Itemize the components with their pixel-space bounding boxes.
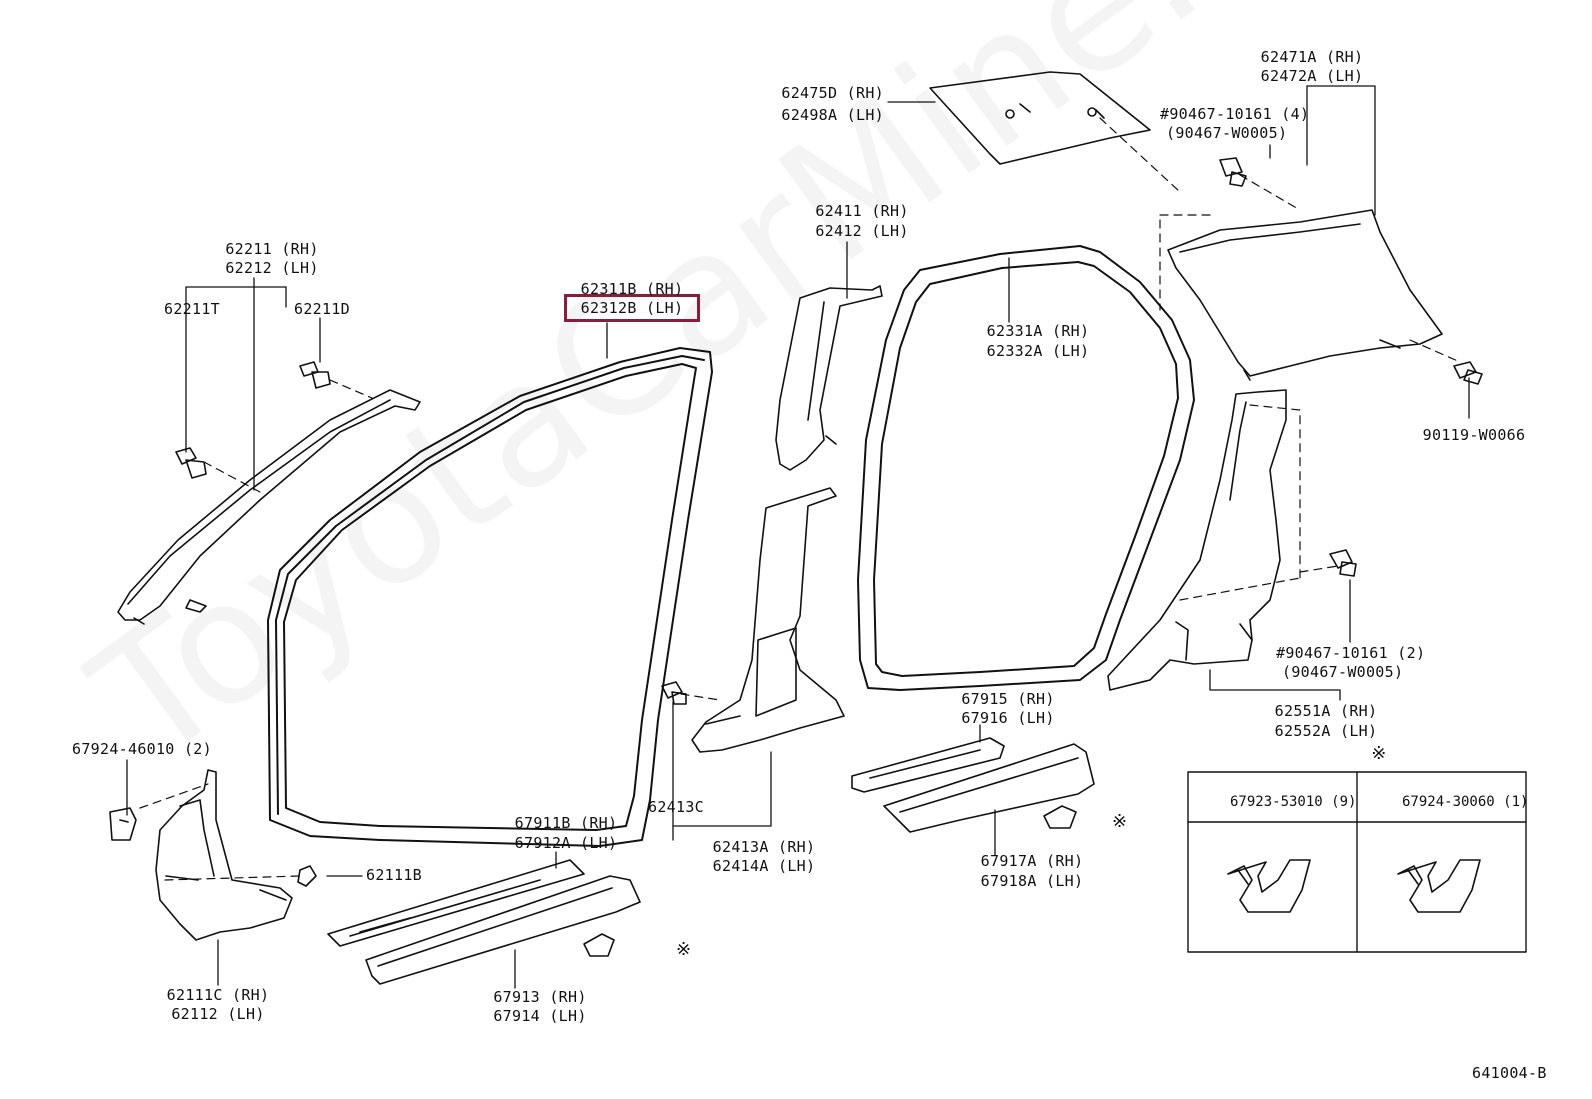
rear-scuff-plate — [851, 737, 1005, 793]
clip-67924-icon — [1397, 859, 1481, 913]
clip-62413c — [661, 681, 687, 705]
rear-quarter-trim — [1107, 389, 1287, 691]
label-62413a[interactable]: 62413A (RH) — [712, 838, 816, 856]
label-62552a[interactable]: 62552A (LH) — [1274, 722, 1378, 740]
clip-67924-46010 — [109, 807, 137, 841]
label-67918a[interactable]: 67918A (LH) — [980, 872, 1084, 890]
label-62111c[interactable]: 62111C (RH) — [166, 986, 270, 1004]
label-62312b[interactable]: 62312B (LH) — [580, 299, 684, 317]
label-67912a[interactable]: 67912A (LH) — [514, 834, 618, 852]
rear-door-weatherstrip — [857, 245, 1195, 691]
label-62111b[interactable]: 62111B — [366, 866, 422, 884]
clip-90467-upper — [1219, 157, 1247, 187]
a-pillar-garnish — [117, 389, 421, 625]
b-pillar-lower — [691, 487, 845, 753]
clip-62211t — [175, 447, 207, 479]
label-62472a[interactable]: 62472A (LH) — [1260, 67, 1364, 85]
clip-table — [1187, 771, 1527, 953]
front-door-weatherstrip — [267, 347, 713, 847]
front-scuff-plate — [327, 859, 585, 947]
highlight-box — [564, 294, 700, 322]
clip-rear-scuff — [1043, 805, 1077, 829]
label-62471a[interactable]: 62471A (RH) — [1260, 48, 1364, 66]
clip-67923-icon — [1227, 859, 1311, 913]
clip-front-scuff — [583, 933, 615, 957]
label-67915[interactable]: 67915 (RH) — [961, 690, 1055, 708]
label-67913[interactable]: 67913 (RH) — [493, 988, 587, 1006]
label-62498a[interactable]: 62498A (LH) — [781, 106, 884, 124]
diagram-code: 641004-B — [1472, 1064, 1547, 1082]
clip-62111b — [297, 865, 317, 887]
label-62112[interactable]: 62112 (LH) — [171, 1005, 265, 1023]
label-62211t[interactable]: 62211T — [164, 300, 220, 318]
note-mark-front: ※ — [676, 939, 692, 960]
label-62211[interactable]: 62211 (RH) — [225, 240, 319, 258]
label-90119[interactable]: 90119-W0066 — [1422, 426, 1526, 444]
roof-side-trim — [1167, 209, 1443, 381]
label-62331a[interactable]: 62331A (RH) — [986, 322, 1090, 340]
label-67924-46010[interactable]: 67924-46010 (2) — [72, 740, 212, 758]
front-door-scuff — [365, 875, 641, 985]
rear-door-scuff — [883, 743, 1095, 833]
label-90467-w0005-lower[interactable]: (90467-W0005) — [1282, 663, 1404, 681]
label-90467-w0005-upper[interactable]: (90467-W0005) — [1166, 124, 1288, 142]
label-67923-53010[interactable]: 67923-53010 (9) — [1230, 794, 1357, 810]
package-tray-trim — [929, 71, 1151, 165]
note-mark-table: ※ — [1371, 743, 1387, 764]
label-62332a[interactable]: 62332A (LH) — [986, 342, 1090, 360]
leader-lines — [126, 85, 1470, 989]
label-62413c[interactable]: 62413C — [648, 798, 704, 816]
label-62311b[interactable]: 62311B (RH) — [580, 280, 684, 298]
label-67914[interactable]: 67914 (LH) — [493, 1007, 587, 1025]
label-62475d[interactable]: 62475D (RH) — [781, 84, 884, 102]
b-pillar-upper — [775, 285, 883, 471]
label-62211d[interactable]: 62211D — [294, 300, 350, 318]
label-62411[interactable]: 62411 (RH) — [815, 202, 909, 220]
clip-62211d — [299, 361, 331, 389]
label-62414a[interactable]: 62414A (LH) — [712, 857, 816, 875]
label-67924-30060[interactable]: 67924-30060 (1) — [1402, 794, 1529, 810]
label-90467-2[interactable]: #90467-10161 (2) — [1276, 644, 1426, 662]
label-67917a[interactable]: 67917A (RH) — [980, 852, 1084, 870]
label-67911b[interactable]: 67911B (RH) — [514, 814, 618, 832]
label-90467-4[interactable]: #90467-10161 (4) — [1160, 105, 1310, 123]
cowl-side-trim — [155, 769, 293, 941]
dashed-lines — [139, 117, 1461, 881]
label-67916[interactable]: 67916 (LH) — [961, 709, 1055, 727]
clip-90119 — [1453, 361, 1483, 385]
clip-90467-lower — [1329, 549, 1357, 577]
label-62212[interactable]: 62212 (LH) — [225, 259, 319, 277]
note-mark-rear: ※ — [1112, 811, 1128, 832]
label-62412[interactable]: 62412 (LH) — [815, 222, 909, 240]
label-62551a[interactable]: 62551A (RH) — [1274, 702, 1378, 720]
